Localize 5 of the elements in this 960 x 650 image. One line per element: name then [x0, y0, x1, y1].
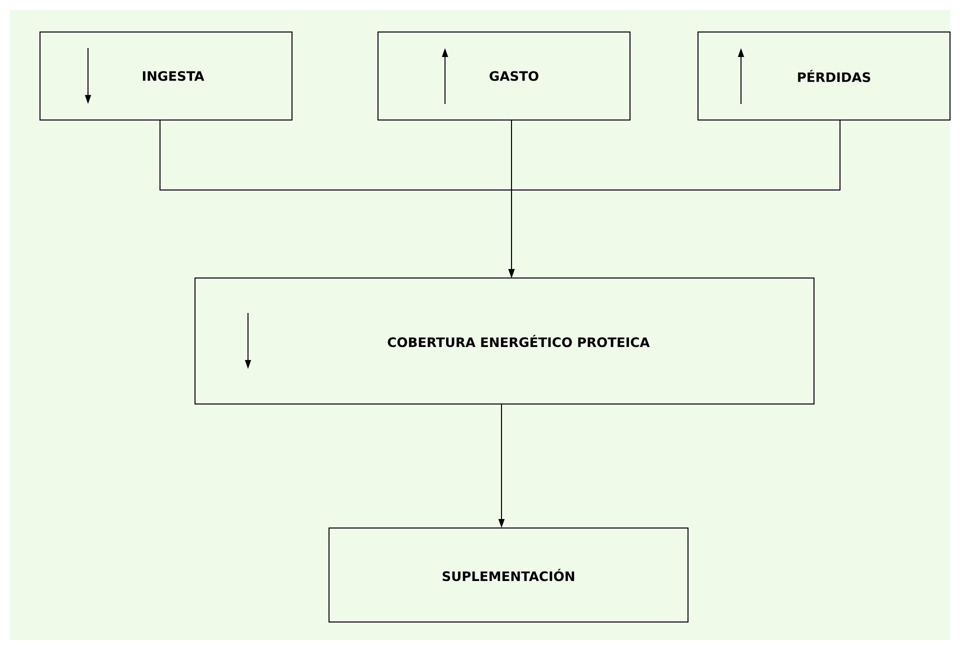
process-box: PÉRDIDAS [698, 32, 951, 120]
process-box: INGESTA [40, 32, 292, 120]
process-box: SUPLEMENTACIÓN [328, 528, 688, 622]
process-box: GASTO [378, 32, 630, 120]
process-box: COBERTURA ENERGÉTICO PROTEICA [194, 278, 814, 404]
